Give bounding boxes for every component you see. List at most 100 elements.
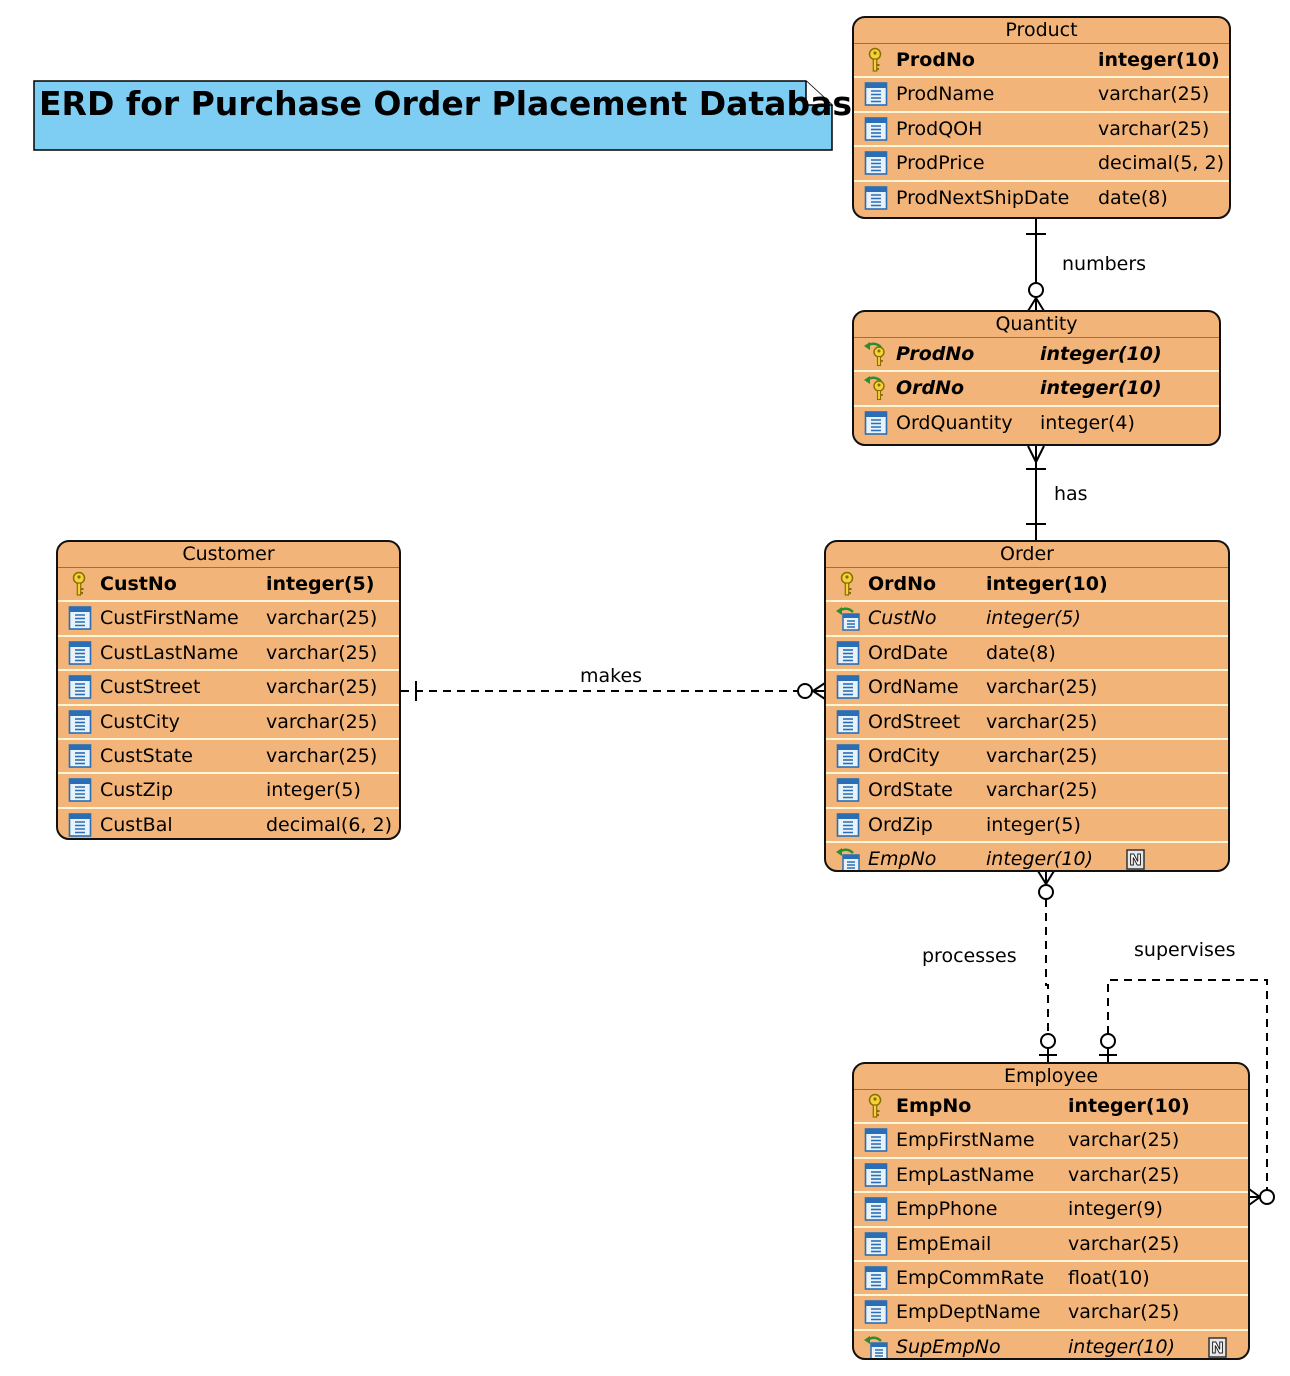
column-type: varchar(25): [986, 744, 1098, 767]
foreign-primary-key-icon: [863, 341, 889, 367]
column-row-prodname[interactable]: ProdName varchar(25): [854, 78, 1229, 113]
column-icon: [863, 185, 889, 211]
column-name: EmpEmail: [896, 1232, 992, 1255]
column-row-custlastname[interactable]: CustLastName varchar(25): [58, 637, 399, 672]
primary-key-icon: [835, 571, 861, 597]
column-icon: [863, 1196, 889, 1222]
column-icon: [835, 709, 861, 735]
foreign-key-icon: [835, 605, 861, 632]
column-name: SupEmpNo: [896, 1335, 1001, 1358]
column-row-ordquantity[interactable]: OrdQuantity integer(4): [854, 407, 1219, 439]
column-type: varchar(25): [1068, 1232, 1180, 1255]
column-name: EmpNo: [868, 848, 937, 871]
svg-text:N: N: [1129, 851, 1142, 869]
column-type: decimal(6, 2): [266, 813, 392, 836]
column-icon: [67, 743, 93, 769]
column-icon: [835, 812, 861, 838]
column-name: CustFirstName: [100, 607, 239, 630]
column-type: decimal(5, 2): [1098, 152, 1224, 175]
column-row-ordcity[interactable]: OrdCity varchar(25): [826, 740, 1228, 775]
foreign-key-icon: [863, 1334, 889, 1358]
column-name: CustZip: [100, 779, 174, 802]
primary-key-icon: [67, 571, 93, 597]
column-row-empemail[interactable]: EmpEmail varchar(25): [854, 1228, 1248, 1262]
column-type: varchar(25): [1098, 83, 1210, 106]
relationship-has-line: [1026, 445, 1046, 541]
column-name: ProdNo: [896, 343, 975, 365]
column-name: OrdZip: [868, 813, 933, 836]
column-name: OrdCity: [868, 744, 940, 767]
column-row-ordno[interactable]: OrdNo integer(10): [826, 568, 1228, 603]
column-name: ProdQOH: [896, 117, 983, 140]
column-type: integer(10): [1068, 1095, 1190, 1117]
entity-title: Customer: [58, 542, 399, 568]
entity-title: Quantity: [854, 312, 1219, 338]
column-type: integer(10): [1040, 343, 1162, 365]
column-name: CustLastName: [100, 641, 239, 664]
column-icon: [863, 1265, 889, 1291]
column-type: integer(4): [1040, 411, 1135, 434]
column-type: integer(10): [986, 573, 1108, 595]
entity-title: Product: [854, 18, 1229, 44]
relationship-label-processes: processes: [922, 945, 1017, 967]
column-type: varchar(25): [266, 744, 378, 767]
column-type: varchar(25): [986, 676, 1098, 699]
entity-title: Employee: [854, 1064, 1248, 1090]
column-row-prodno[interactable]: ProdNo integer(10): [854, 338, 1219, 373]
column-type: float(10): [1068, 1266, 1150, 1289]
column-name: CustNo: [868, 607, 937, 630]
column-icon: [835, 743, 861, 769]
relationship-supervises-line: [1099, 979, 1275, 1206]
relationship-label-supervises: supervises: [1134, 939, 1236, 961]
column-name: ProdName: [896, 83, 995, 106]
column-row-ordzip[interactable]: OrdZip integer(5): [826, 809, 1228, 844]
column-type: varchar(25): [266, 676, 378, 699]
column-name: EmpFirstName: [896, 1129, 1035, 1152]
diagram-title-note: ERD for Purchase Order Placement Databas…: [33, 80, 874, 151]
column-icon: [835, 674, 861, 700]
nullable-badge-icon: N: [1126, 849, 1145, 870]
column-type: integer(9): [1068, 1198, 1163, 1221]
column-name: OrdNo: [868, 573, 937, 595]
diagram-title: ERD for Purchase Order Placement Databas…: [39, 84, 875, 123]
column-type: varchar(25): [266, 641, 378, 664]
column-icon: [835, 777, 861, 803]
column-type: integer(10): [1040, 377, 1162, 400]
column-type: integer(5): [266, 573, 375, 595]
column-name: OrdQuantity: [896, 411, 1013, 434]
column-name: ProdNo: [896, 49, 975, 71]
column-type: integer(5): [986, 813, 1081, 836]
relationship-makes-line: [401, 681, 826, 701]
